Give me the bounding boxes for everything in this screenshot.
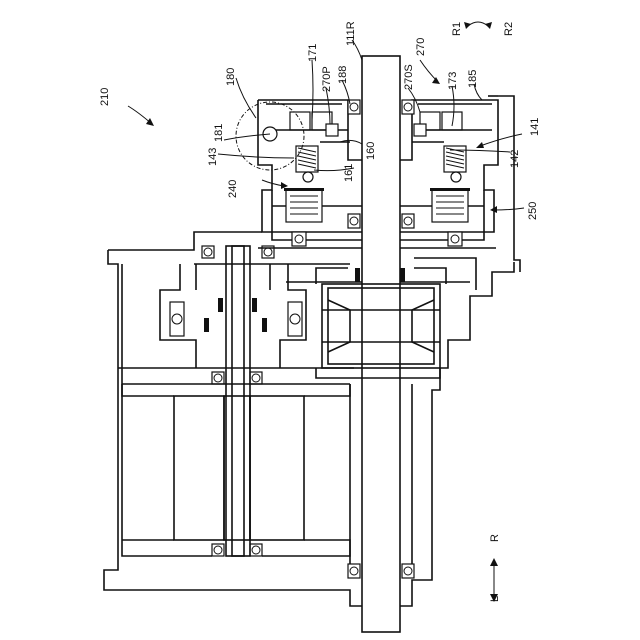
bearing <box>288 302 302 336</box>
label-141: 141 <box>529 118 541 136</box>
leader-arrow-270 <box>420 60 440 84</box>
label-161: 161 <box>343 164 355 182</box>
label-180: 180 <box>225 68 237 86</box>
direction-arrow-r-l <box>490 558 498 602</box>
bearing <box>402 564 414 578</box>
label-143: 143 <box>207 148 219 166</box>
label-270: 270 <box>415 38 427 56</box>
rotation-arrow-r1-r2 <box>464 22 492 29</box>
clutch-pack-right <box>430 188 470 222</box>
bevel-gear <box>316 268 446 378</box>
spring-left <box>296 146 318 172</box>
label-188: 188 <box>337 66 349 84</box>
bearing <box>402 100 414 114</box>
clutch-pack-left <box>284 188 324 222</box>
label-250: 250 <box>527 202 539 220</box>
bearing <box>348 564 360 578</box>
bearing <box>212 372 224 384</box>
leader-arrow-240 <box>262 180 288 189</box>
label-210: 210 <box>99 88 111 106</box>
label-L: L <box>489 596 501 602</box>
label-R: R <box>489 534 501 542</box>
leader-arrow-250 <box>490 206 524 213</box>
labels: 210 180 181 143 240 171 270P 188 111R 27… <box>99 21 541 602</box>
bearing <box>170 302 184 336</box>
label-173: 173 <box>447 72 459 90</box>
leader-arrow-141 <box>476 134 522 148</box>
bearing <box>448 232 462 246</box>
seals <box>204 268 405 332</box>
motor <box>122 384 412 564</box>
label-111R: 111R <box>345 21 357 46</box>
bearing <box>402 214 414 228</box>
bearing <box>250 372 262 384</box>
bearing <box>202 246 214 258</box>
gear-pair <box>266 112 492 182</box>
label-270S: 270S <box>403 64 415 90</box>
label-160: 160 <box>365 142 377 160</box>
bearing <box>212 544 224 556</box>
label-181: 181 <box>213 124 225 142</box>
label-185: 185 <box>467 70 479 88</box>
label-142: 142 <box>509 150 521 168</box>
label-240: 240 <box>227 180 239 198</box>
bearing <box>348 214 360 228</box>
bearing <box>292 232 306 246</box>
leader-arrow-210 <box>128 106 154 126</box>
middle-housing <box>104 232 514 606</box>
label-R2: R2 <box>503 22 515 36</box>
label-171: 171 <box>307 44 319 62</box>
bearing <box>250 544 262 556</box>
label-R1: R1 <box>451 22 463 36</box>
label-270P: 270P <box>321 66 333 92</box>
